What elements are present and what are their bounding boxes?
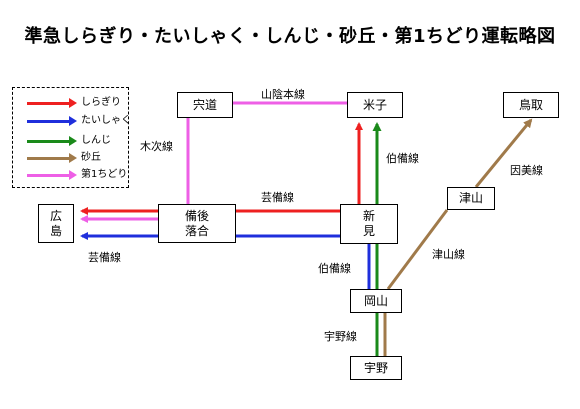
legend-label: しんじ bbox=[81, 135, 111, 146]
station-name: 津山 bbox=[458, 191, 483, 205]
station-tottori: 鳥取 bbox=[503, 92, 559, 118]
line-label-geibi-left: 芸備線 bbox=[88, 251, 121, 264]
route-sakyu-tsuyama bbox=[386, 209, 449, 290]
station-niimi: 新 見 bbox=[340, 204, 398, 244]
line-label-geibi-mid: 芸備線 bbox=[261, 191, 294, 204]
station-tsuyama: 津山 bbox=[447, 187, 495, 210]
station-name-part: 落合 bbox=[184, 223, 209, 238]
route-sakyu-inbi bbox=[474, 118, 533, 188]
station-name-part: 新 bbox=[362, 209, 375, 223]
station-name: 鳥取 bbox=[518, 97, 543, 112]
legend-label: しらぎり bbox=[81, 97, 121, 108]
diagram-title: 準急しらぎり・たいしゃく・しんじ・砂丘・第1ちどり運転略図 bbox=[24, 26, 556, 47]
station-name: 宇野 bbox=[363, 360, 388, 375]
line-label-uno: 宇野線 bbox=[324, 330, 357, 343]
legend-arrow-green bbox=[27, 136, 77, 146]
station-name-part: 備後 bbox=[184, 208, 209, 223]
legend-item-shinji: しんじ bbox=[27, 134, 127, 148]
legend-label: 砂丘 bbox=[81, 152, 101, 163]
station-name: 宍道 bbox=[192, 97, 217, 112]
legend-arrow-red bbox=[27, 98, 77, 108]
legend-item-chidori: 第1ちどり bbox=[27, 168, 127, 182]
legend-label: 第1ちどり bbox=[81, 169, 128, 180]
legend-arrow-pink bbox=[27, 170, 77, 180]
station-name: 岡山 bbox=[363, 293, 388, 308]
station-name-part: 島 bbox=[49, 223, 62, 238]
legend-item-taishaku: たいしゃく bbox=[27, 114, 131, 128]
station-name-part: 見 bbox=[362, 224, 375, 238]
station-bingo-ochiai: 備後 落合 bbox=[158, 204, 236, 243]
legend: しらぎり たいしゃく しんじ 砂丘 第1ちどり bbox=[12, 87, 131, 188]
line-label-kisuki: 木次線 bbox=[140, 140, 173, 153]
station-name-part: 広 bbox=[49, 208, 62, 223]
station-name: 米子 bbox=[362, 97, 387, 112]
station-yonago: 米子 bbox=[347, 92, 403, 118]
station-hiroshima: 広 島 bbox=[38, 204, 74, 243]
station-okayama: 岡山 bbox=[350, 289, 402, 313]
legend-item-shiragiri: しらぎり bbox=[27, 96, 127, 110]
legend-arrow-brown bbox=[27, 153, 77, 163]
line-label-inbi: 因美線 bbox=[510, 164, 543, 177]
line-label-sanin: 山陰本線 bbox=[261, 88, 305, 101]
line-label-hakubi-upper: 伯備線 bbox=[386, 152, 419, 165]
legend-arrow-blue bbox=[27, 116, 77, 126]
station-shinji: 宍道 bbox=[177, 92, 233, 118]
line-label-tsuyama: 津山線 bbox=[432, 248, 465, 261]
legend-item-sakyu: 砂丘 bbox=[27, 151, 127, 165]
line-label-hakubi-lower: 伯備線 bbox=[318, 262, 351, 275]
station-uno: 宇野 bbox=[350, 356, 402, 380]
legend-label: たいしゃく bbox=[81, 115, 131, 126]
